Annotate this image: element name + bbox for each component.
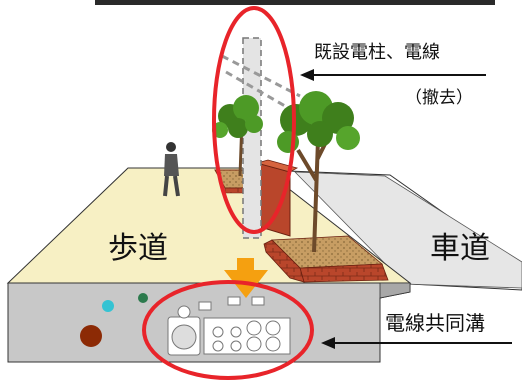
power-lines <box>221 54 301 112</box>
utility-pole-icon <box>242 37 262 239</box>
conduit-label: 電線共同溝 <box>385 311 485 335</box>
top-dark-strip <box>95 0 495 5</box>
brick-wall-side <box>256 162 291 237</box>
sidewalk-label: 歩道 <box>108 231 168 266</box>
pole-label: 既設電柱、電線 <box>314 42 440 63</box>
road-label: 車道 <box>430 231 490 266</box>
conduit-highlight-ring <box>142 280 314 380</box>
brown-pipe-icon <box>80 325 102 347</box>
arrow-left-icon-conduit <box>321 337 512 349</box>
arrow-down-icon <box>224 258 268 298</box>
green-dot <box>138 293 148 303</box>
planter-front-curb-left <box>263 239 305 283</box>
brick-wall-front <box>255 159 299 173</box>
removed-label: （撤去） <box>405 88 473 108</box>
tree-icon-large <box>277 91 360 253</box>
pedestrian-icon <box>163 142 180 197</box>
cyan-dot <box>102 300 114 312</box>
conduit-pipe-icon <box>167 296 291 356</box>
underground-box-side <box>379 282 411 299</box>
pole-highlight-ring <box>212 6 296 234</box>
arrow-left-icon <box>300 69 486 81</box>
